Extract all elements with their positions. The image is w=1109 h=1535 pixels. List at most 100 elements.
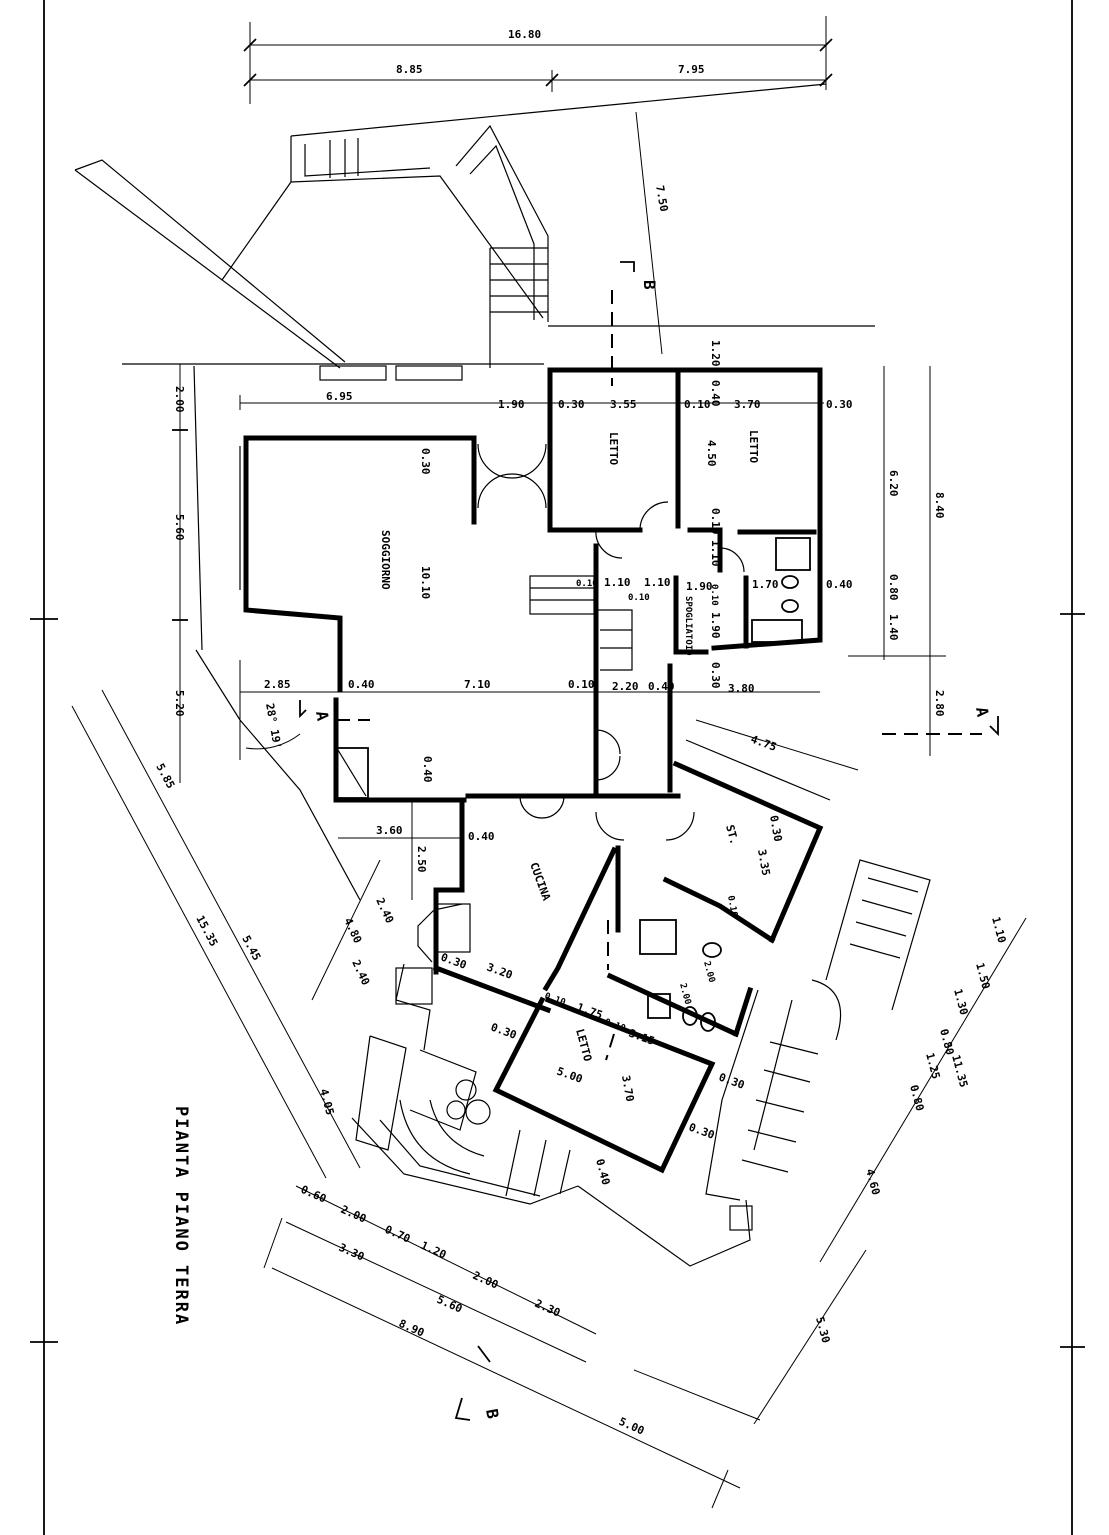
dim-right-b-1: 2.80: [933, 690, 946, 717]
dim-bottom2-2: 2.30: [533, 1297, 562, 1320]
dim-l3-040: 0.40: [593, 1157, 612, 1186]
dim-bottom1-2: 0.70: [383, 1223, 412, 1246]
section-line-b-top: B: [611, 261, 659, 386]
dim-cuc-320: 3.20: [485, 961, 514, 982]
dim-rdiag-total: 11.35: [949, 1053, 970, 1088]
room-label-st: ST.: [723, 823, 741, 846]
dim-d-475: 4.75: [749, 733, 778, 754]
dim-cuc-480: 4.80: [341, 916, 364, 946]
dim-row1-1: 1.90: [498, 398, 525, 411]
dim-rdiag-4: 1.25: [923, 1051, 942, 1080]
dim-v-450: 4.50: [705, 440, 718, 467]
dim-v-120: 1.20: [709, 340, 722, 367]
dim-bottom-890: 8.90: [397, 1317, 426, 1340]
section-marker-b-bottom: B: [482, 1407, 502, 1420]
dim-angle: 28° 19': [263, 702, 284, 750]
dim-l3-030b: 0.30: [717, 1071, 746, 1092]
dim-right-a-2: 1.40: [887, 614, 900, 641]
dim-left-2: 5.20: [173, 690, 186, 717]
dim-spo-030: 0.30: [709, 662, 722, 689]
dim-bath-170: 1.70: [752, 578, 779, 591]
dim-rdiag-2: 1.30: [951, 987, 970, 1016]
dim-bottom1-1: 2.00: [339, 1203, 368, 1226]
dim-bottom1-0: 0.60: [299, 1183, 328, 1206]
dim-v-040b: 0.40: [421, 756, 434, 783]
dim-row2-2: 7.10: [464, 678, 491, 691]
dim-v-250: 2.50: [415, 846, 428, 873]
dim-l3-370: 3.70: [619, 1074, 636, 1102]
sheet-frame: [30, 0, 1085, 1535]
dim-st-335: 3.35: [755, 848, 772, 876]
dim-rdiag-5: 0.80: [907, 1083, 926, 1112]
dim-diag-585: 5.85: [153, 761, 177, 791]
dim-rdiag-7: 5.30: [813, 1315, 832, 1344]
dim-diag-750: 7.50: [653, 184, 670, 212]
room-label-letto-2: LETTO: [747, 430, 760, 463]
dim-row2-6: 3.80: [728, 682, 755, 695]
section-line-a: A A: [299, 700, 999, 737]
dim-v-010a: 0.10: [709, 508, 722, 535]
door-swings: [477, 443, 745, 841]
dim-row2-1: 0.40: [348, 678, 375, 691]
dim-right-a-1: 0.80: [887, 574, 900, 601]
dim-left-1: 5.60: [173, 514, 186, 541]
dim-rdiag-3: 0.80: [937, 1027, 956, 1056]
dim-soggiorno-1010: 10.10: [419, 566, 432, 599]
room-label-cucina: CUCINA: [527, 861, 553, 903]
main-walls: [239, 367, 823, 803]
section-marker-b-top: B: [640, 280, 659, 290]
dim-row1-5: 3.70: [734, 398, 761, 411]
dim-rdiag-0: 1.10: [989, 915, 1008, 944]
dim-v-040: 0.40: [709, 380, 722, 407]
dim-h-360: 3.60: [376, 824, 403, 837]
room-label-spogliatoio: SPOGLIATOIO: [683, 596, 693, 656]
section-marker-a-left: A: [312, 709, 332, 722]
dimension-lines: [71, 364, 1027, 1509]
dim-rdiag-1: 1.50: [973, 961, 992, 990]
section-line-b-bottom: B: [454, 1345, 503, 1421]
dim-l3-010b: 0.10: [603, 1017, 627, 1034]
dim-top-left: 8.85: [396, 63, 423, 76]
dim-bath-200b: 2.00: [677, 982, 692, 1006]
dim-l3-030a: 0.30: [489, 1021, 518, 1042]
dim-bottom3-0: 5.60: [435, 1293, 464, 1316]
dim-row1-2: 0.30: [558, 398, 585, 411]
dim-stair-110b: 1.10: [644, 576, 671, 589]
dim-v-110: 1.10: [709, 540, 722, 567]
dim-row1-4: 0.10: [684, 398, 711, 411]
dimension-labels: 16.80 8.85 7.95 7.50 6.95 1.90 0.30 3.55…: [153, 28, 1008, 1438]
dim-bottom2-0: 3.30: [337, 1241, 366, 1264]
dim-stair-010: 0.10: [576, 579, 598, 589]
dim-long-405: 4.05: [317, 1087, 336, 1116]
dim-spo-190a: 1.90: [686, 580, 713, 593]
dim-bottom1-3: 1.20: [419, 1239, 448, 1262]
dim-row2-4: 2.20: [612, 680, 639, 693]
room-label-soggiorno: SOGGIORNO: [379, 530, 392, 590]
dim-stair-010b: 0.10: [628, 593, 650, 603]
dim-row2-5: 0.40: [648, 680, 675, 693]
room-label-letto-3: LETTO: [573, 1027, 594, 1063]
dim-right-a-0: 6.20: [887, 470, 900, 497]
dim-l3-010a: 0.10: [543, 991, 567, 1008]
dim-row1-6: 0.30: [826, 398, 853, 411]
dim-bath-040: 0.40: [826, 578, 853, 591]
south-stairs-and-terraces: [193, 365, 931, 1267]
dim-row1-3: 3.55: [610, 398, 637, 411]
dim-rdiag-6: 4.60: [863, 1167, 882, 1196]
dim-row1-0: 6.95: [326, 390, 353, 403]
dim-long-1535: 15.35: [193, 913, 220, 948]
dim-spo-010: 0.10: [709, 584, 719, 606]
dim-l3-030c: 0.30: [687, 1121, 716, 1142]
dim-spo-190b: 1.90: [709, 612, 722, 639]
dim-row2-3: 0.10: [568, 678, 595, 691]
dim-st-030: 0.30: [767, 814, 784, 842]
dim-cuc-240b: 2.40: [349, 958, 372, 988]
dim-bath-200a: 2.00: [701, 960, 716, 984]
top-dimension-lines: [243, 16, 833, 355]
dim-soggiorno-030: 0.30: [419, 448, 432, 475]
dim-cuc-240a: 2.40: [373, 896, 396, 926]
entrance-terrace: [74, 83, 875, 381]
dim-row2-0: 2.85: [264, 678, 291, 691]
section-marker-a-right: A: [972, 705, 992, 718]
